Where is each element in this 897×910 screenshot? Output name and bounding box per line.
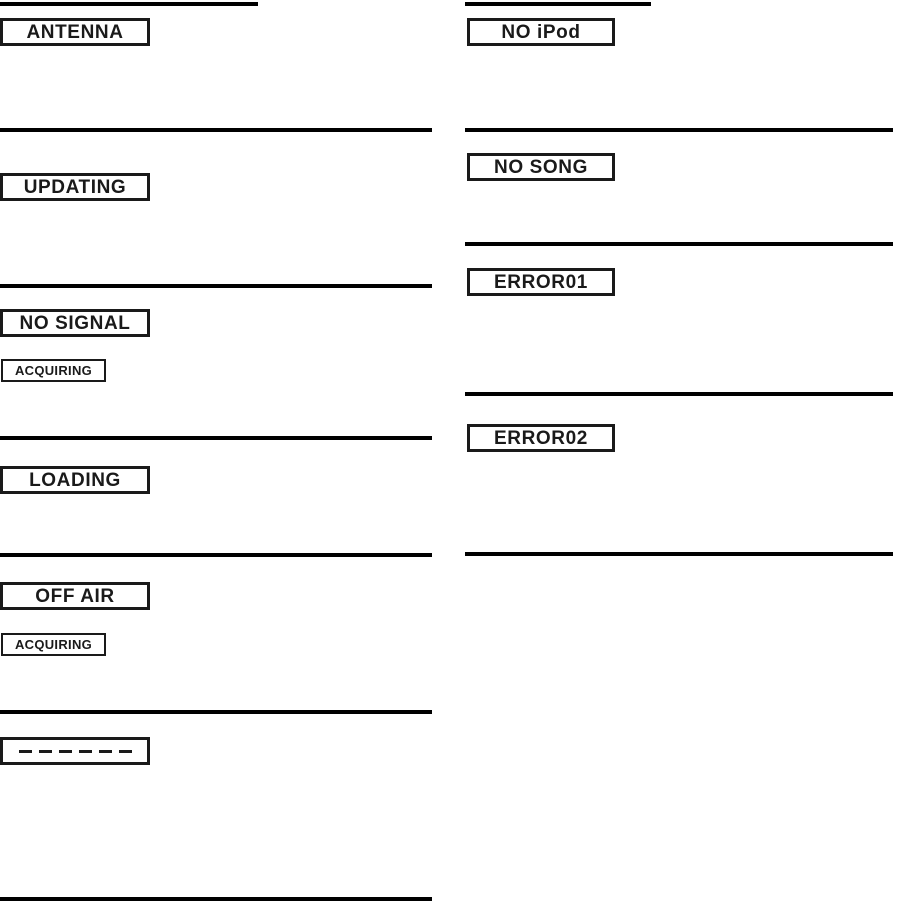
rule-left-2 <box>0 284 432 288</box>
display-label-no-song: NO SONG <box>494 156 588 178</box>
display-box-off-air: OFF AIR <box>0 582 150 610</box>
display-label-updating: UPDATING <box>23 176 127 198</box>
rule-right-bottom <box>465 552 893 556</box>
display-label-no-ipod: NO iPod <box>501 21 581 43</box>
rule-left-1 <box>0 128 432 132</box>
rule-right-3 <box>465 392 893 396</box>
rule-right-1 <box>465 128 893 132</box>
rule-left-3 <box>0 436 432 440</box>
dash-glyph <box>58 749 72 753</box>
display-box-error01: ERROR01 <box>467 268 615 296</box>
rule-right-top <box>465 2 651 6</box>
display-label-off-air: OFF AIR <box>35 585 115 607</box>
display-label-acquiring-1: ACQUIRING <box>14 363 93 378</box>
display-box-acquiring-2: ACQUIRING <box>1 633 106 656</box>
display-box-updating: UPDATING <box>0 173 150 201</box>
rule-left-bottom <box>0 897 432 901</box>
display-box-no-song: NO SONG <box>467 153 615 181</box>
display-box-error02: ERROR02 <box>467 424 615 452</box>
dashes-group <box>3 749 147 753</box>
rule-left-top <box>0 2 258 6</box>
dash-glyph <box>18 749 32 753</box>
display-label-antenna: ANTENNA <box>26 21 124 43</box>
dash-glyph <box>118 749 132 753</box>
rule-left-5 <box>0 710 432 714</box>
display-box-no-ipod: NO iPod <box>467 18 615 46</box>
dash-glyph <box>98 749 112 753</box>
display-box-acquiring-1: ACQUIRING <box>1 359 106 382</box>
display-label-acquiring-2: ACQUIRING <box>14 637 93 652</box>
display-box-antenna: ANTENNA <box>0 18 150 46</box>
rule-right-2 <box>465 242 893 246</box>
dash-glyph <box>78 749 92 753</box>
display-label-error02: ERROR02 <box>494 427 588 449</box>
rule-left-4 <box>0 553 432 557</box>
display-label-loading: LOADING <box>29 469 121 491</box>
dash-glyph <box>38 749 52 753</box>
display-box-loading: LOADING <box>0 466 150 494</box>
display-label-no-signal: NO SIGNAL <box>19 312 131 334</box>
display-box-dashes <box>0 737 150 765</box>
display-label-error01: ERROR01 <box>494 271 588 293</box>
display-box-no-signal: NO SIGNAL <box>0 309 150 337</box>
